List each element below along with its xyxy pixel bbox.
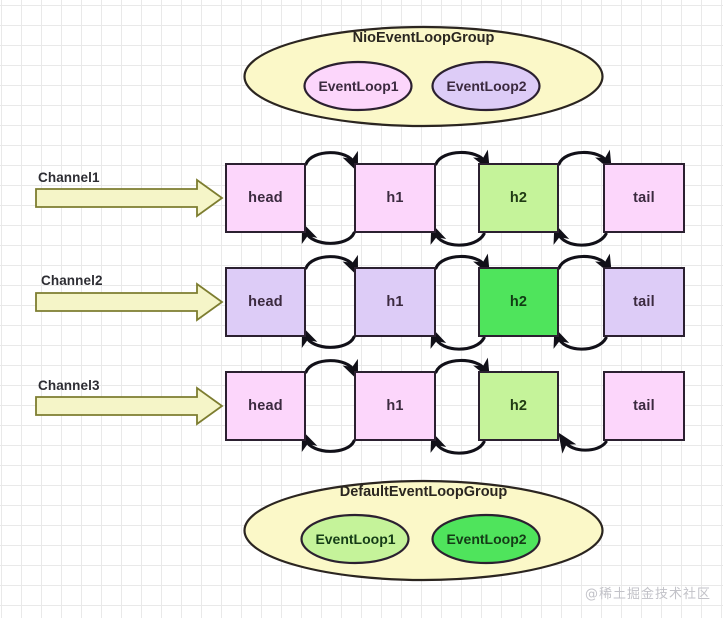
row2-conn3-forward <box>557 253 612 275</box>
channel3-node-h2[interactable]: h2 <box>478 371 559 441</box>
channel3-node-tail[interactable]: tail <box>603 371 685 441</box>
channel3-label: Channel3 <box>38 378 100 393</box>
nio-group-label: NioEventLoopGroup <box>352 30 495 46</box>
channel1-node-tail[interactable]: tail <box>603 163 685 233</box>
channel3-node-head[interactable]: head <box>225 371 306 441</box>
row1-conn2-back <box>430 223 486 247</box>
channel1-label: Channel1 <box>38 170 100 185</box>
channel2-arrow <box>35 282 224 322</box>
nio-eventloop2-label[interactable]: EventLoop2 <box>446 78 527 94</box>
row1-conn1-forward <box>304 150 359 173</box>
row3-conn1-forward <box>304 358 359 381</box>
channel1-node-h1[interactable]: h1 <box>354 163 436 233</box>
default-eventloop1-label[interactable]: EventLoop1 <box>315 531 396 547</box>
default-group-label: DefaultEventLoopGroup <box>339 484 508 500</box>
channel3-node-h1[interactable]: h1 <box>354 371 436 441</box>
channel1-node-h2[interactable]: h2 <box>478 163 559 233</box>
row3-conn3-back <box>558 432 608 454</box>
watermark: @稀土掘金技术社区 <box>584 587 711 602</box>
channel2-node-head[interactable]: head <box>225 267 306 337</box>
channel1-node-head[interactable]: head <box>225 163 306 233</box>
row2-conn2-back <box>430 327 486 351</box>
row1-conn3-back <box>553 223 608 247</box>
default-eventloop2-label[interactable]: EventLoop2 <box>446 531 527 547</box>
row3-conn2-back <box>430 431 486 455</box>
channel2-label: Channel2 <box>41 273 103 288</box>
channel2-node-tail[interactable]: tail <box>603 267 685 337</box>
channel2-node-h1[interactable]: h1 <box>354 267 436 337</box>
row2-conn1-back <box>301 326 356 349</box>
row2-conn3-back <box>553 327 608 351</box>
row3-conn1-back <box>301 430 356 453</box>
channel3-arrow <box>35 386 224 426</box>
row1-conn1-back <box>301 222 356 245</box>
channel2-node-h2[interactable]: h2 <box>478 267 559 337</box>
row1-conn3-forward <box>557 149 612 171</box>
channel1-arrow <box>35 178 224 218</box>
row2-conn1-forward <box>304 254 359 277</box>
nio-eventloop1-label[interactable]: EventLoop1 <box>318 78 399 94</box>
